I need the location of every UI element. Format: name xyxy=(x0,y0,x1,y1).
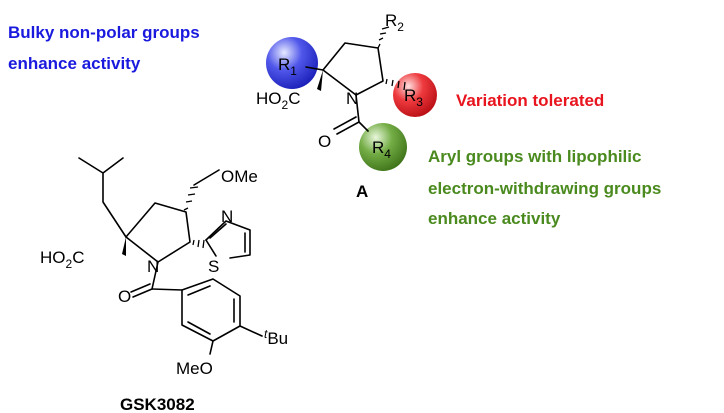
thiazole-n-label: N xyxy=(221,207,233,226)
thiazole-s-label: S xyxy=(208,257,219,276)
r3-sphere xyxy=(393,73,437,117)
annotation-aryl-line2: electron-withdrawing groups xyxy=(428,179,661,198)
thiazole-ring xyxy=(205,220,251,259)
scaffold-oxygen: O xyxy=(318,132,331,151)
scaffold-label-a: A xyxy=(356,182,368,201)
thiazole-c2-s xyxy=(205,239,217,257)
gsk-hash-thiazole xyxy=(192,239,205,249)
r2-label: R2 xyxy=(385,11,404,34)
annotation-aryl-line1: Aryl groups with lipophilic xyxy=(428,147,641,166)
gsk-ome-label: OMe xyxy=(221,167,258,186)
r4-label: R4 xyxy=(372,138,391,161)
bond-r4 xyxy=(358,121,369,132)
bond-tbu xyxy=(239,325,263,337)
gsk-wedge-acid xyxy=(122,237,126,256)
scaffold-acid-label: HO2C xyxy=(256,89,300,112)
r1-label: R1 xyxy=(278,55,297,78)
scaffold-ring xyxy=(322,42,384,96)
gsk-acid-label: HO2C xyxy=(40,248,84,271)
r4-sphere xyxy=(359,123,407,171)
gsk-ch2-o xyxy=(193,169,220,186)
compound-name: GSK3082 xyxy=(120,395,195,413)
bond-n-carbonyl xyxy=(355,94,360,123)
annotation-bulky-line1: Bulky non-polar groups xyxy=(8,23,200,42)
compound-gsk3082: HO2C N O OMe N S tBu MeO GSK3082 xyxy=(40,157,288,413)
hash-r3 xyxy=(385,78,406,91)
gsk-nitrogen: N xyxy=(147,257,159,276)
tbu-label: tBu xyxy=(264,327,288,348)
annotation-variation: Variation tolerated xyxy=(456,91,604,110)
bond-r1 xyxy=(305,66,324,71)
r3-label: R3 xyxy=(404,86,423,109)
thiazole-cn-double xyxy=(209,223,227,239)
scaffold-nitrogen: N xyxy=(346,89,358,108)
scaffold-a: R1 R2 R3 R4 HO2C N O A xyxy=(256,11,437,201)
gsk-hash-ch2 xyxy=(183,186,199,211)
benzene-double-3 xyxy=(187,321,211,335)
meo-label: MeO xyxy=(176,359,213,378)
benzene-ring xyxy=(181,278,241,342)
gsk-n-carbonyl xyxy=(151,261,159,290)
bond-co-2 xyxy=(333,116,357,130)
benzene-double-1 xyxy=(187,285,211,296)
wedge-acid xyxy=(317,70,323,91)
annotation-bulky-line2: enhance activity xyxy=(8,54,141,73)
bond-meo xyxy=(209,340,214,355)
gsk-oxygen: O xyxy=(118,287,131,306)
isobutyl-chain xyxy=(78,157,127,238)
bond-co-1 xyxy=(336,121,360,135)
gsk-ring xyxy=(125,202,191,263)
annotation-aryl-line3: enhance activity xyxy=(428,209,561,228)
hash-r2 xyxy=(377,26,390,49)
gsk-co-1 xyxy=(132,288,153,298)
gsk-carbonyl-aryl xyxy=(151,288,183,291)
r1-sphere xyxy=(266,37,318,89)
gsk-co-2 xyxy=(130,283,151,293)
